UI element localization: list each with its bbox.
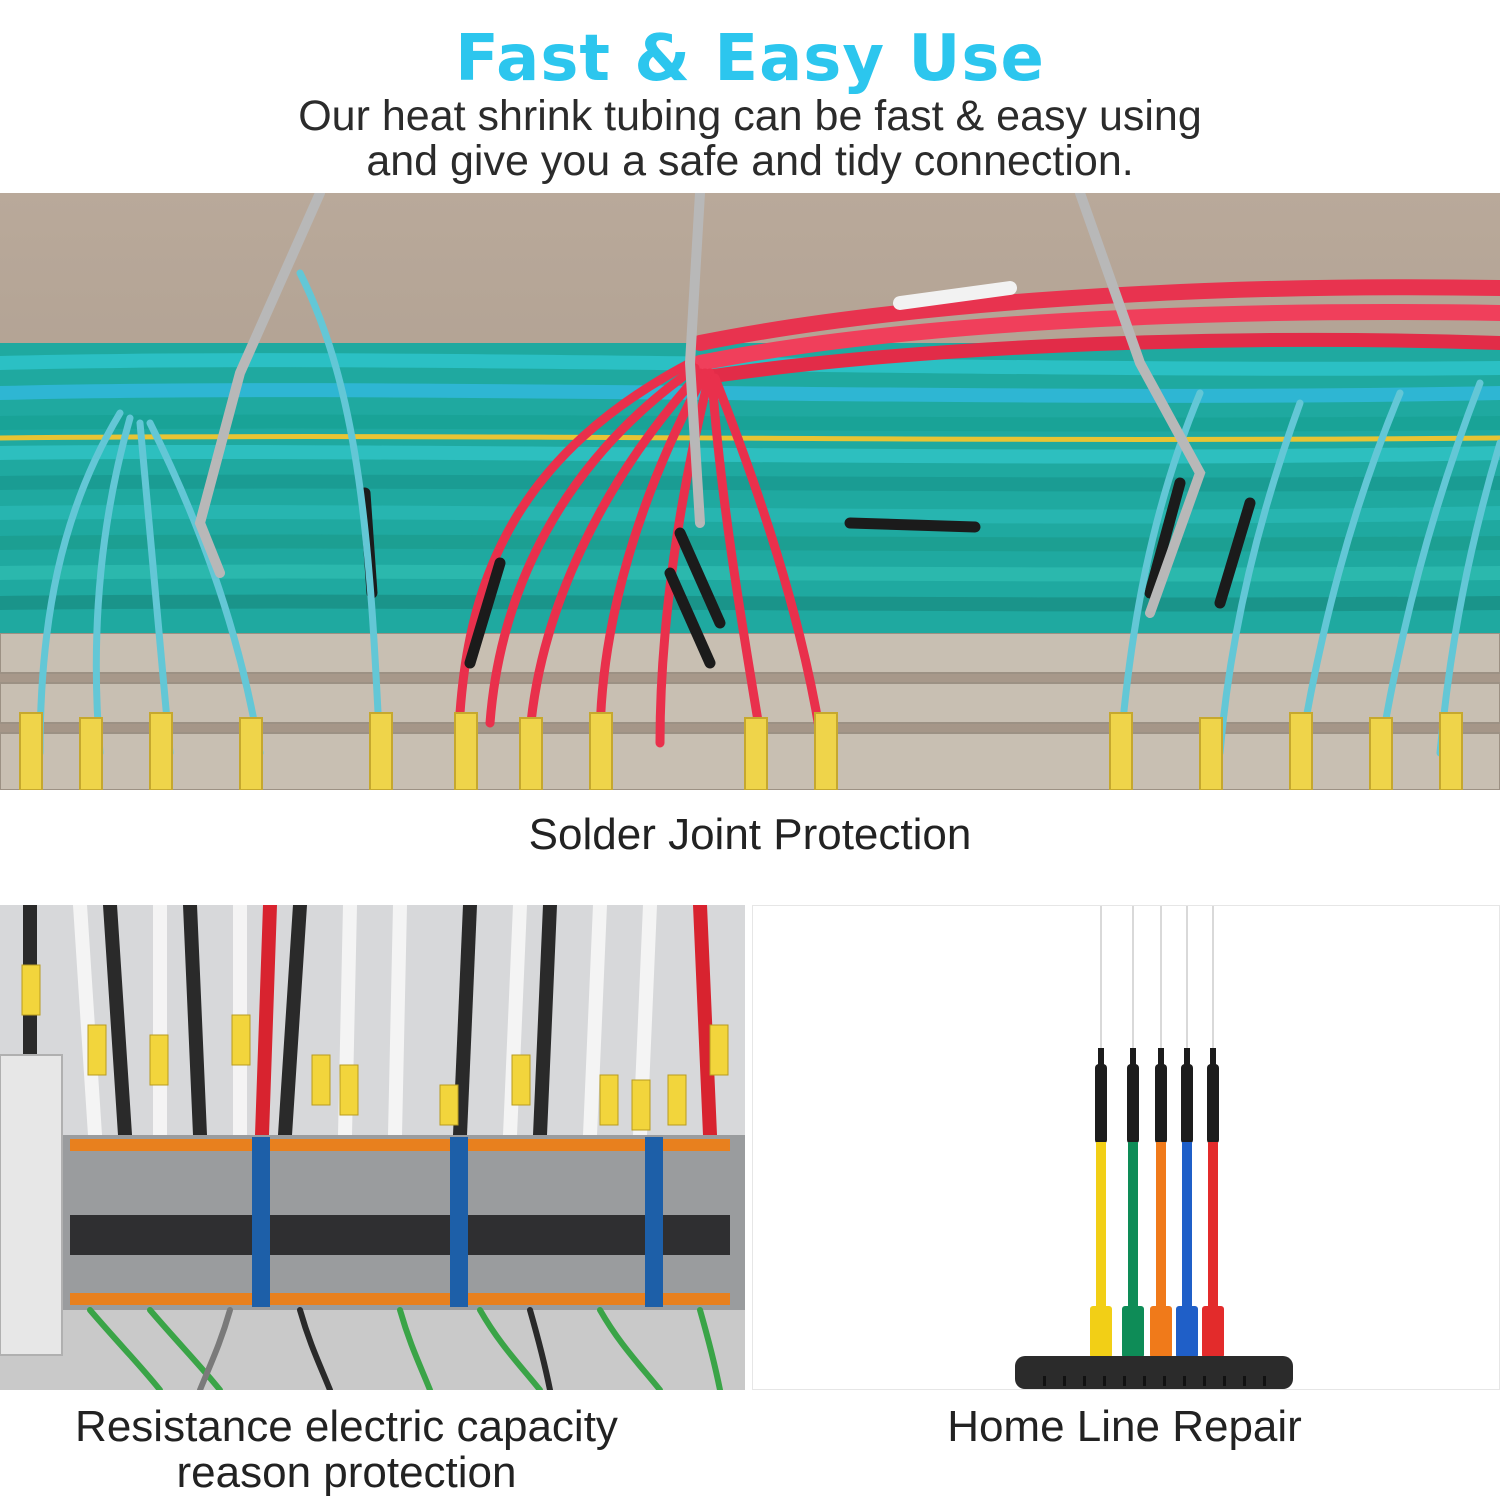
terminal-block-photo: [0, 905, 745, 1390]
cable-tray-photo: [0, 193, 1500, 790]
caption-home-line-repair: Home Line Repair: [947, 1402, 1302, 1451]
subtitle-line-1: Our heat shrink tubing can be fast & eas…: [298, 92, 1202, 140]
caption-resistance-line-2: reason protection: [176, 1448, 517, 1497]
page-subtitle: Our heat shrink tubing can be fast & eas…: [0, 94, 1500, 184]
caption-resistance-line-1: Resistance electric capacity: [75, 1402, 618, 1451]
router-cables-photo: [752, 905, 1500, 1390]
subtitle-line-2: and give you a safe and tidy connection.: [366, 137, 1134, 185]
page-title: Fast & Easy Use: [455, 22, 1045, 96]
caption-resistance: Resistance electric capacity reason prot…: [0, 1404, 693, 1496]
caption-solder-joint: Solder Joint Protection: [528, 810, 972, 859]
